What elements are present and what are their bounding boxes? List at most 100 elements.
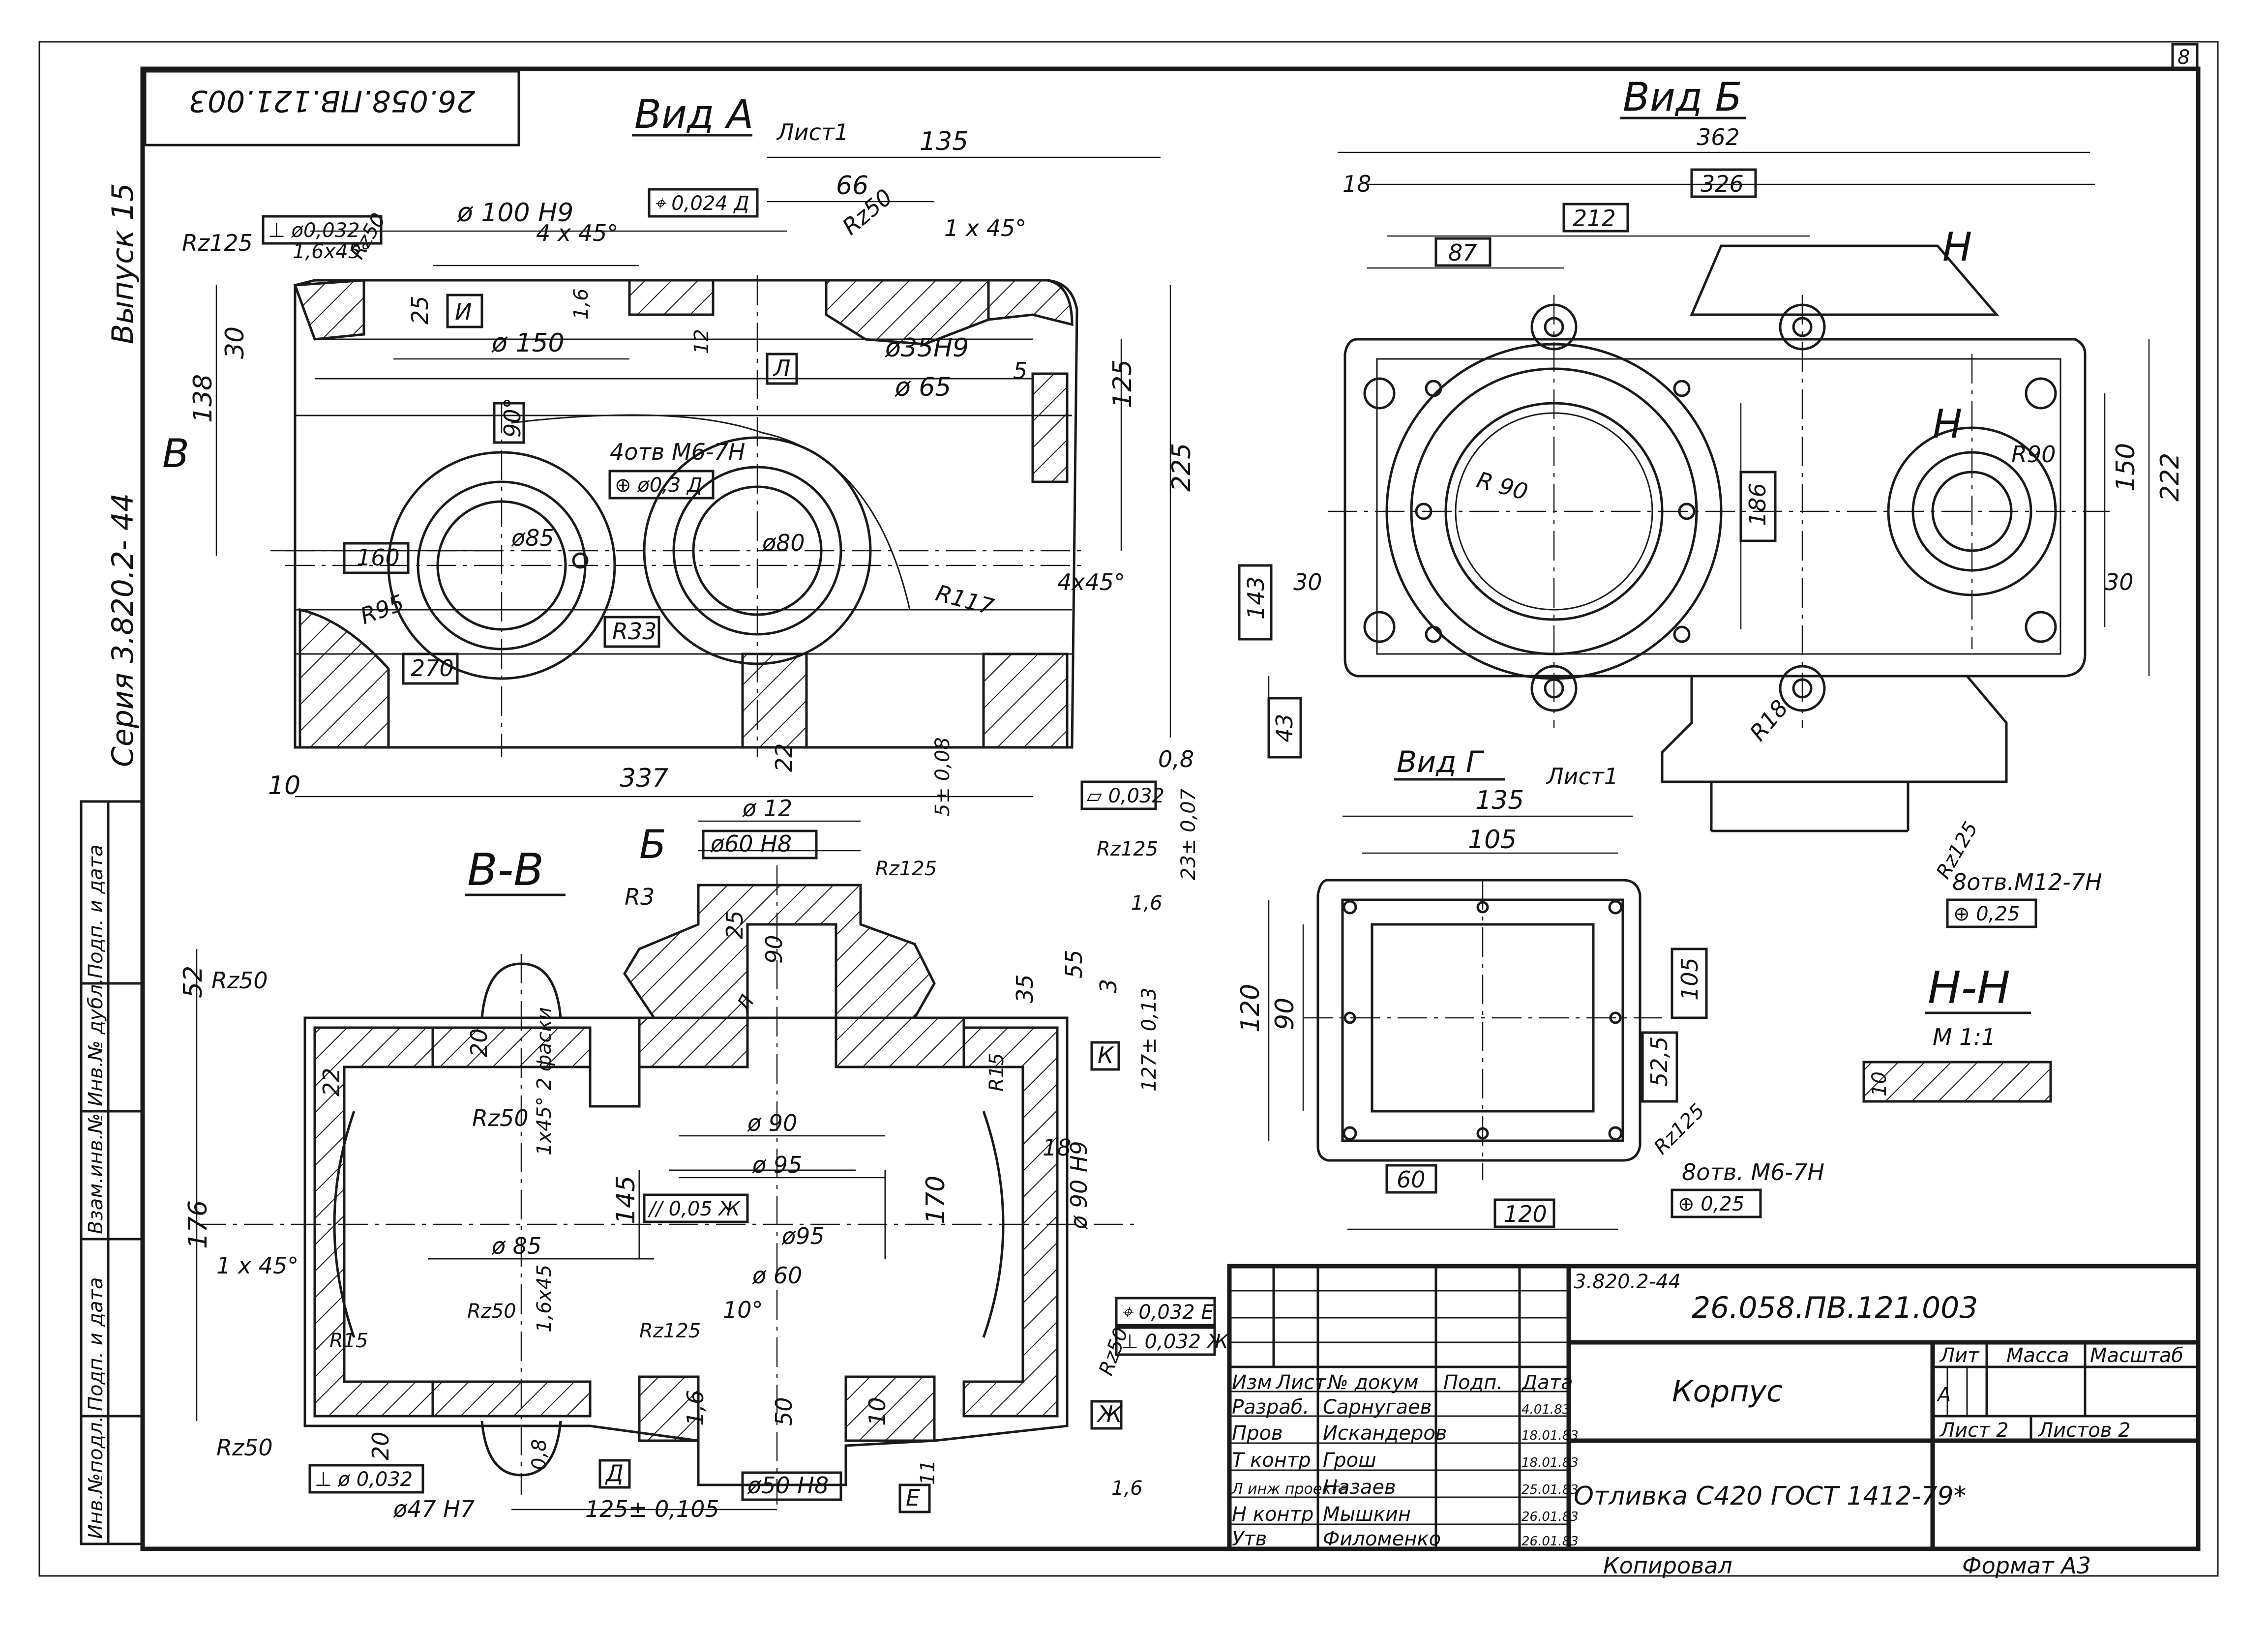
- view-a-sheet: Лист1: [776, 119, 849, 146]
- bb-phi85: ø 85: [491, 1233, 541, 1259]
- a-rz125: Rz125: [182, 230, 253, 256]
- b-r90a: R 90: [1474, 466, 1531, 505]
- tb-h-doc: № докум: [1327, 1371, 1418, 1394]
- g-d120b: 120: [1504, 1201, 1547, 1227]
- a-d22: 22: [771, 743, 797, 772]
- g-d60: 60: [1397, 1166, 1426, 1193]
- tb-h-date: Дата: [1521, 1371, 1573, 1394]
- a-phi80: ø80: [762, 530, 805, 556]
- g-d90: 90: [1270, 998, 1300, 1030]
- nn-dim: 10: [1868, 1071, 1891, 1096]
- bb-phi95b: ø95: [781, 1223, 825, 1249]
- a-d4x45b: 4х45°: [1057, 569, 1125, 595]
- tb-role-4: Л инж проекта: [1231, 1481, 1348, 1498]
- bb-d52: 52: [179, 966, 208, 998]
- a-phi85: ø85: [511, 525, 554, 551]
- bb-d90: 90: [761, 935, 787, 964]
- tb-material: Отливка С420 ГОСТ 1412-79*: [1574, 1481, 1967, 1511]
- bb-tol5: 5± 0,08: [931, 737, 954, 816]
- b-d212: 212: [1573, 205, 1616, 232]
- strip-cell-1: Подп. и дата: [85, 845, 107, 978]
- tb-name-6: Филоменко: [1323, 1528, 1441, 1550]
- bb-d25: 25: [721, 910, 748, 939]
- tb-h-izm: Изм: [1232, 1371, 1272, 1394]
- bb-d10: 10: [864, 1397, 891, 1426]
- vypusk-label: Выпуск 15: [106, 183, 140, 344]
- a-d125: 125: [1108, 359, 1137, 408]
- a-d5: 5: [1013, 357, 1027, 384]
- a-perp: ⊥ ø0,032: [268, 219, 360, 242]
- b-r90b: R90: [2011, 441, 2056, 468]
- tb-name-3: Грош: [1323, 1449, 1376, 1472]
- a-r33: R33: [612, 618, 657, 645]
- title-block: Изм Лист № докум Подп. Дата Разраб. Сарн…: [1227, 1264, 2201, 1579]
- tb-name: Корпус: [1672, 1374, 1783, 1409]
- bb-d55: 55: [1061, 949, 1087, 978]
- stamp-code: 26.058.ПВ.121.003: [189, 84, 475, 118]
- a-d43: 43: [1271, 713, 1298, 742]
- bb-d1x45: 1 х 45°: [216, 1252, 298, 1279]
- bb-d3: 3: [1095, 979, 1122, 993]
- bb-d20: 20: [466, 1028, 492, 1057]
- a-d66: 66: [836, 171, 868, 201]
- b-d87: 87: [1448, 239, 1477, 266]
- b-d150: 150: [2111, 443, 2141, 492]
- b-h-mark-2: Н: [1933, 401, 1962, 447]
- bb-tol23: 23± 0,07: [1177, 788, 1200, 880]
- tb-date-1: 4.01.83: [1522, 1402, 1570, 1417]
- tb-role-2: Пров: [1232, 1422, 1283, 1445]
- strip-cell-2: Инв.№ дубл.: [85, 978, 107, 1106]
- b-h-mark-1: Н: [1942, 224, 1972, 270]
- tb-scale-header: Масштаб: [2090, 1344, 2183, 1367]
- a-d160: 160: [357, 544, 400, 571]
- bb-phi50: ø50 Н8: [747, 1472, 829, 1499]
- bb-d16x45: 1,6х45: [533, 1265, 556, 1333]
- tb-role-1: Разраб.: [1232, 1396, 1309, 1419]
- tb-date-4: 25.01.83: [1522, 1482, 1579, 1497]
- bb-rz50-lower: Rz50: [467, 1300, 516, 1323]
- a-holes: 4отв М6-7Н: [610, 439, 745, 465]
- bb-chamfer: 1х45° 2 фаски: [533, 1007, 556, 1155]
- view-g-sheet: Лист1: [1546, 763, 1618, 790]
- bb-label-e: Е: [906, 1484, 920, 1511]
- b-d222: 222: [2155, 453, 2185, 502]
- tb-role-6: Утв: [1232, 1528, 1267, 1550]
- bb-d35: 35: [1012, 974, 1038, 1003]
- bb-label-k: К: [1098, 1042, 1115, 1068]
- b-d30b: 30: [2105, 569, 2134, 595]
- view-a-title: Вид А: [634, 91, 753, 137]
- seria-label: Серия 3.820.2- 44: [106, 493, 140, 767]
- tb-h-sign: Подп.: [1443, 1371, 1503, 1394]
- view-b: Вид Б 362 326 18 212 87: [1268, 74, 2185, 928]
- view-a: Вид А Лист1: [162, 91, 1302, 810]
- bb-par: // 0,05 Ж: [648, 1198, 741, 1220]
- b-d30a: 30: [1293, 569, 1322, 595]
- tb-lit-header: Лит: [1939, 1344, 1980, 1367]
- tb-doc-code-small: 3.820.2-44: [1574, 1271, 1681, 1293]
- bb-title: В-В: [467, 844, 544, 896]
- bb-phi60: ø60 Н8: [710, 830, 792, 857]
- bb-d16c: 1,6: [1111, 1477, 1143, 1500]
- bb-phi12: ø 12: [742, 795, 792, 822]
- g-d135: 135: [1475, 786, 1524, 815]
- g-rz125: Rz125: [1650, 1099, 1709, 1159]
- a-d337: 337: [620, 764, 668, 793]
- bb-r3: R3: [625, 884, 655, 910]
- a-section-mark: В: [162, 431, 189, 476]
- tb-name-5: Мышкин: [1323, 1503, 1411, 1526]
- section-b-b: В-В Б ø 12 ø60 Н8: [179, 737, 1229, 1522]
- stamp-box: [144, 70, 520, 147]
- g-d105b: 105: [1676, 957, 1703, 1001]
- a-phi35: ø35Н9: [885, 333, 969, 363]
- tb-date-5: 26.01.83: [1522, 1510, 1579, 1524]
- bb-perp2: ⊥ ø 0,032: [315, 1468, 413, 1491]
- bb-d08: 0,8: [528, 1439, 551, 1470]
- a-cross: ⌖ 0,024 Д: [654, 192, 749, 215]
- a-label-l: Л: [773, 355, 791, 382]
- bb-label-zh: Ж: [1096, 1401, 1123, 1427]
- bb-phi60b: ø 60: [752, 1262, 802, 1289]
- tb-role-3: Т контр: [1232, 1449, 1311, 1472]
- tb-sheet: Лист 2: [1939, 1419, 2009, 1442]
- a-d30: 30: [220, 326, 250, 359]
- a-d143: 143: [1243, 576, 1269, 620]
